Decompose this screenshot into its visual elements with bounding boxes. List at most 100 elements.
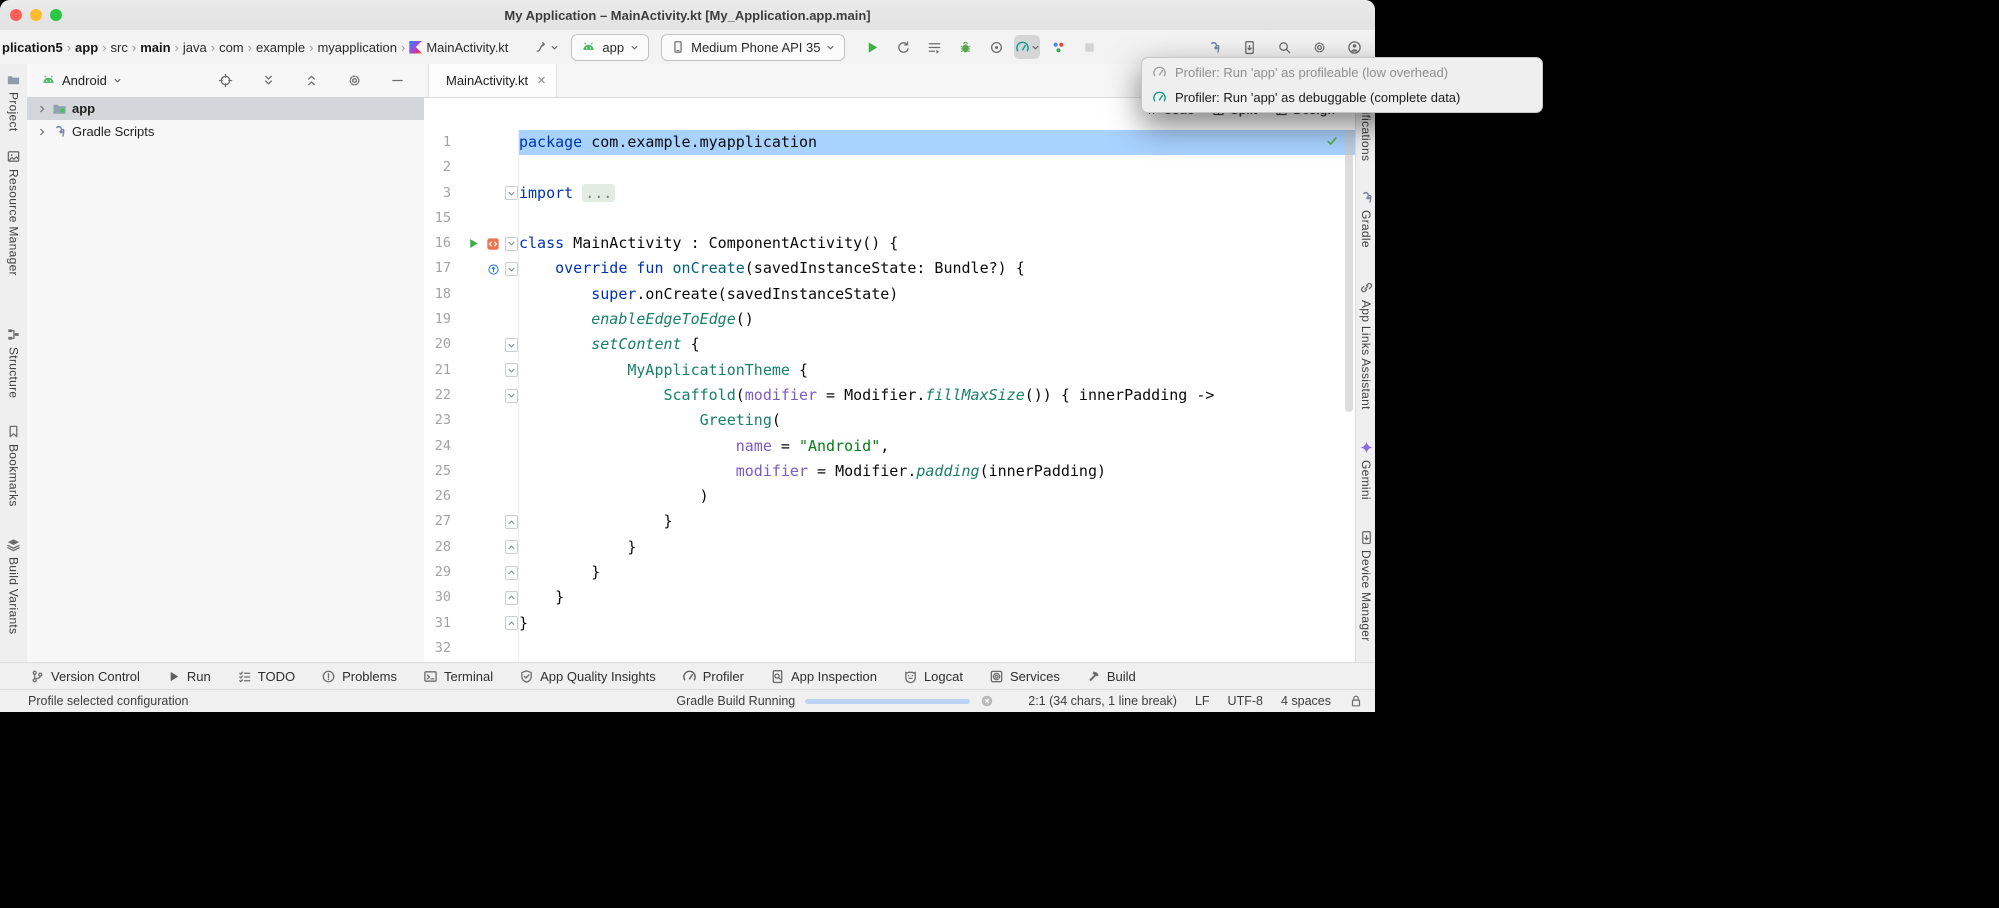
tool-window-button-problems[interactable]: Problems <box>321 669 397 684</box>
code-line-text[interactable]: super.onCreate(savedInstanceState) <box>519 282 1355 307</box>
locate-file-button[interactable] <box>212 69 238 93</box>
settings-button[interactable] <box>1306 35 1332 59</box>
tool-strip-item-app-links-assistant[interactable]: App Links Assistant <box>1356 280 1375 410</box>
tool-window-button-logcat[interactable]: Logcat <box>903 669 963 684</box>
code-line-text[interactable]: } <box>519 509 1355 534</box>
apply-code-changes-button[interactable] <box>921 35 947 59</box>
tool-strip-item-gradle[interactable]: Gradle <box>1356 190 1375 248</box>
profile-button[interactable] <box>1341 35 1367 59</box>
code-line-text[interactable]: package com.example.myapplication <box>519 130 1355 156</box>
fold-marker[interactable] <box>505 236 518 251</box>
tool-strip-item-bookmarks[interactable]: Bookmarks <box>0 424 27 507</box>
tool-window-button-services[interactable]: Services <box>989 669 1060 684</box>
encoding-indicator[interactable]: UTF-8 <box>1227 694 1263 708</box>
close-window-button[interactable] <box>10 9 22 21</box>
code-line-text[interactable]: Greeting( <box>519 408 1355 433</box>
chevron-right-icon[interactable] <box>37 127 47 137</box>
fold-marker[interactable] <box>505 540 518 555</box>
apply-changes-button[interactable] <box>890 35 916 59</box>
fold-marker[interactable] <box>505 262 518 277</box>
device-manager-button[interactable] <box>1236 35 1262 59</box>
tool-window-button-profiler[interactable]: Profiler <box>682 669 744 684</box>
inspections-ok-icon[interactable] <box>1325 134 1339 153</box>
tool-strip-item-build-variants[interactable]: Build Variants <box>0 537 27 634</box>
profiler-button[interactable] <box>1014 35 1041 59</box>
project-view-selector[interactable]: Android <box>41 73 122 88</box>
compose-icon[interactable] <box>486 237 500 251</box>
breadcrumb-item[interactable]: src <box>111 40 128 55</box>
fold-marker[interactable] <box>505 363 518 378</box>
code-line-text[interactable]: } <box>519 585 1355 610</box>
titlebar[interactable]: My Application – MainActivity.kt [My_App… <box>0 0 1375 31</box>
tool-window-button-app-inspection[interactable]: App Inspection <box>770 669 877 684</box>
fold-marker[interactable] <box>505 338 518 353</box>
indent-indicator[interactable]: 4 spaces <box>1280 694 1331 708</box>
tool-strip-item-structure[interactable]: Structure <box>0 327 27 398</box>
fold-marker[interactable] <box>505 515 518 530</box>
collapse-all-button[interactable] <box>298 69 324 93</box>
caret-position[interactable]: 2:1 (34 chars, 1 line break) <box>1028 694 1177 708</box>
debug-button[interactable] <box>952 35 978 59</box>
profiler-menu-item[interactable]: Profiler: Run 'app' as debuggable (compl… <box>1142 85 1542 110</box>
code-line-text[interactable]: setContent { <box>519 332 1355 357</box>
breadcrumb-item[interactable]: app <box>75 40 98 55</box>
line-ending-indicator[interactable]: LF <box>1194 694 1210 708</box>
chevron-right-icon[interactable] <box>37 104 47 114</box>
tool-strip-item-resource-manager[interactable]: Resource Manager <box>0 149 27 276</box>
fold-marker[interactable] <box>505 616 518 631</box>
tool-window-button-terminal[interactable]: Terminal <box>423 669 493 684</box>
search-everywhere-button[interactable] <box>1271 35 1297 59</box>
tool-window-button-app-quality-insights[interactable]: App Quality Insights <box>519 669 656 684</box>
fold-marker[interactable] <box>505 388 518 403</box>
minimize-window-button[interactable] <box>30 9 42 21</box>
run-configuration-selector[interactable]: app <box>571 33 650 61</box>
coverage-button[interactable] <box>983 35 1009 59</box>
code-line-text[interactable]: enableEdgeToEdge() <box>519 307 1355 332</box>
code-line-text[interactable]: name = "Android", <box>519 434 1355 459</box>
vcs-widget[interactable] <box>534 40 559 55</box>
fold-marker[interactable] <box>505 186 518 201</box>
breadcrumb-item[interactable]: myapplication <box>317 40 397 55</box>
zoom-window-button[interactable] <box>50 9 62 21</box>
code-line-text[interactable]: class MainActivity : ComponentActivity()… <box>519 231 1355 256</box>
code-line-text[interactable]: modifier = Modifier.padding(innerPadding… <box>519 459 1355 484</box>
editor-scrollbar-thumb[interactable] <box>1345 130 1353 412</box>
breadcrumb-item[interactable]: example <box>256 40 305 55</box>
run-button[interactable] <box>859 35 885 59</box>
app-quality-insights-button[interactable] <box>1045 35 1071 59</box>
close-tab-icon[interactable]: × <box>537 72 546 89</box>
breadcrumb-item[interactable]: com <box>219 40 244 55</box>
fold-marker[interactable] <box>505 565 518 580</box>
code-line-text[interactable]: Scaffold(modifier = Modifier.fillMaxSize… <box>519 383 1355 408</box>
override-icon[interactable] <box>487 263 500 276</box>
code-line-text[interactable]: import ... <box>519 181 1355 206</box>
code-line-text[interactable]: MyApplicationTheme { <box>519 358 1355 383</box>
tree-row[interactable]: Gradle Scripts <box>27 120 424 143</box>
code-line-text[interactable]: } <box>519 611 1355 636</box>
code-line-text[interactable]: } <box>519 535 1355 560</box>
tree-row[interactable]: app <box>27 97 424 120</box>
tool-strip-item-project[interactable]: Project <box>0 72 27 131</box>
expand-all-button[interactable] <box>255 69 281 93</box>
editor-tab-mainactivity[interactable]: MainActivity.kt × <box>428 64 557 97</box>
code-line-text[interactable]: } <box>519 560 1355 585</box>
breadcrumb-item[interactable]: MainActivity.kt <box>409 40 508 55</box>
device-selector[interactable]: Medium Phone API 35 <box>661 33 846 61</box>
gradle-sync-button[interactable] <box>1201 35 1227 59</box>
cancel-progress-icon[interactable] <box>980 694 994 708</box>
hide-panel-button[interactable] <box>384 69 410 93</box>
tool-window-button-todo[interactable]: TODO <box>237 669 295 684</box>
breadcrumb-item[interactable]: java <box>183 40 207 55</box>
breadcrumb-item[interactable]: plication5 <box>2 40 63 55</box>
tool-window-button-build[interactable]: Build <box>1086 669 1136 684</box>
code-line-text[interactable]: override fun onCreate(savedInstanceState… <box>519 256 1355 281</box>
lock-icon[interactable] <box>1349 694 1363 708</box>
fold-marker[interactable] <box>505 590 518 605</box>
tool-window-button-version-control[interactable]: Version Control <box>30 669 140 684</box>
panel-settings-button[interactable] <box>341 69 367 93</box>
tool-window-button-run[interactable]: Run <box>166 669 211 684</box>
tool-strip-item-gemini[interactable]: Gemini <box>1356 440 1375 500</box>
code-line-text[interactable]: ) <box>519 484 1355 509</box>
run-icon[interactable] <box>467 237 480 250</box>
